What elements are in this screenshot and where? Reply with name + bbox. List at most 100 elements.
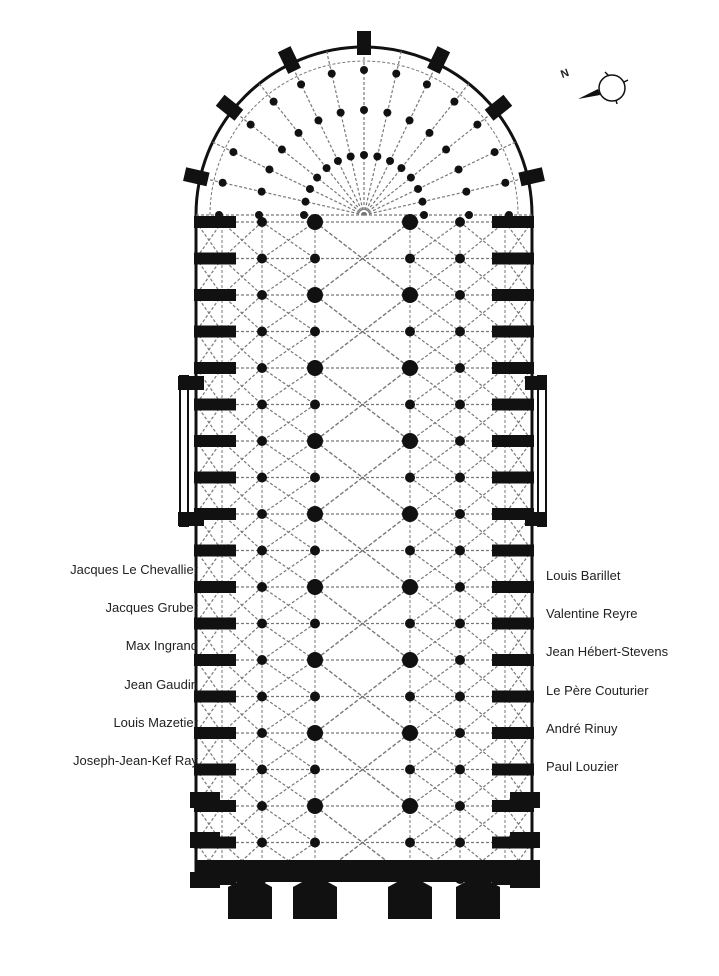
nave-rib [314, 732, 411, 807]
pier [307, 433, 323, 449]
buttress-left [194, 581, 236, 593]
apse-pier [229, 148, 238, 157]
apse-rib [363, 63, 438, 216]
nave-rib [314, 221, 411, 296]
apse-pier [255, 211, 263, 219]
facade-pier [456, 875, 500, 919]
pier [307, 360, 323, 376]
rib-diagonal [261, 513, 316, 551]
facade-pier [388, 875, 432, 919]
pier [307, 652, 323, 668]
buttress-right [492, 763, 534, 776]
rib-diagonal [261, 586, 316, 624]
apse-rib [363, 51, 402, 216]
pier [455, 837, 465, 848]
buttress-left [194, 398, 236, 411]
pier [455, 253, 465, 264]
nave-rib [314, 440, 411, 515]
rib-diagonal [221, 258, 263, 296]
pier [307, 287, 323, 303]
apse-pier [442, 145, 451, 154]
pier [307, 798, 323, 814]
tower-buttress-right [510, 792, 540, 808]
west-facade [195, 860, 540, 882]
apse-pier [454, 165, 463, 174]
facade-pier [228, 875, 272, 919]
rib-diagonal [504, 550, 533, 588]
pier [455, 217, 465, 227]
rib-diagonal [195, 221, 223, 259]
artist-label-left: Louis Mazetier [113, 715, 198, 730]
pier [402, 579, 418, 595]
rib-diagonal [261, 659, 316, 697]
apse-pier [346, 152, 355, 161]
apse-pier [257, 187, 266, 196]
apse-pier [425, 128, 434, 137]
apse-pier [501, 178, 510, 187]
pier [455, 655, 465, 665]
pier [455, 472, 465, 483]
rib-diagonal [409, 769, 461, 807]
apse-pier [265, 165, 274, 174]
rib-diagonal [221, 221, 263, 259]
nave-rib [314, 294, 411, 369]
rib-diagonal [261, 294, 316, 332]
pier [455, 436, 465, 446]
pier [310, 691, 320, 702]
rib-diagonal [504, 586, 533, 624]
apse-pier [373, 152, 382, 161]
artist-label-right: Paul Louzier [546, 759, 619, 774]
buttress-right [492, 398, 534, 411]
rib-diagonal [409, 404, 461, 442]
rib-diagonal [261, 550, 316, 588]
rib-diagonal [409, 586, 461, 624]
pier [310, 764, 320, 775]
pier [307, 725, 323, 741]
pier [257, 618, 267, 629]
buttress-right [492, 581, 534, 593]
apse-pier [336, 108, 345, 117]
compass-ring [598, 74, 626, 102]
buttress-right [492, 508, 534, 520]
apse-pier [414, 184, 423, 193]
pier [402, 506, 418, 522]
pier [257, 764, 267, 775]
rib-diagonal [221, 769, 263, 807]
rib-diagonal [409, 805, 461, 843]
rib-diagonal [221, 623, 263, 661]
rib-diagonal [409, 550, 461, 588]
apse-rib [258, 83, 365, 216]
rib-diagonal [221, 586, 263, 624]
pier [257, 655, 267, 665]
compass-tick [623, 79, 629, 83]
rib-diagonal [221, 550, 263, 588]
rib-diagonal [261, 477, 316, 515]
rib-diagonal [195, 732, 223, 770]
apse-buttress [183, 167, 210, 187]
rib-diagonal [504, 258, 533, 296]
rib-diagonal [409, 258, 461, 296]
pier [455, 545, 465, 556]
pier [257, 545, 267, 556]
buttress-right [492, 690, 534, 703]
apse-rib [326, 51, 365, 216]
rib-diagonal [221, 404, 263, 442]
rib-diagonal [221, 440, 263, 478]
apse-pier [465, 211, 473, 219]
apse-pier [297, 80, 306, 89]
buttress-left [194, 216, 236, 228]
apse-pier [333, 156, 342, 165]
pier [405, 837, 415, 848]
nave-rib [314, 659, 411, 734]
apse-buttress [357, 31, 371, 55]
apse-pier [397, 164, 406, 173]
rib-diagonal [409, 440, 461, 478]
buttress-left [194, 325, 236, 338]
pier [405, 326, 415, 337]
artist-label-right: André Rinuy [546, 721, 618, 736]
artist-label-left: Jacques Le Chevallier [70, 562, 198, 577]
facade-pier [293, 875, 337, 919]
rib-diagonal [195, 440, 223, 478]
buttress-left [194, 508, 236, 520]
tower-buttress-left [190, 792, 220, 808]
